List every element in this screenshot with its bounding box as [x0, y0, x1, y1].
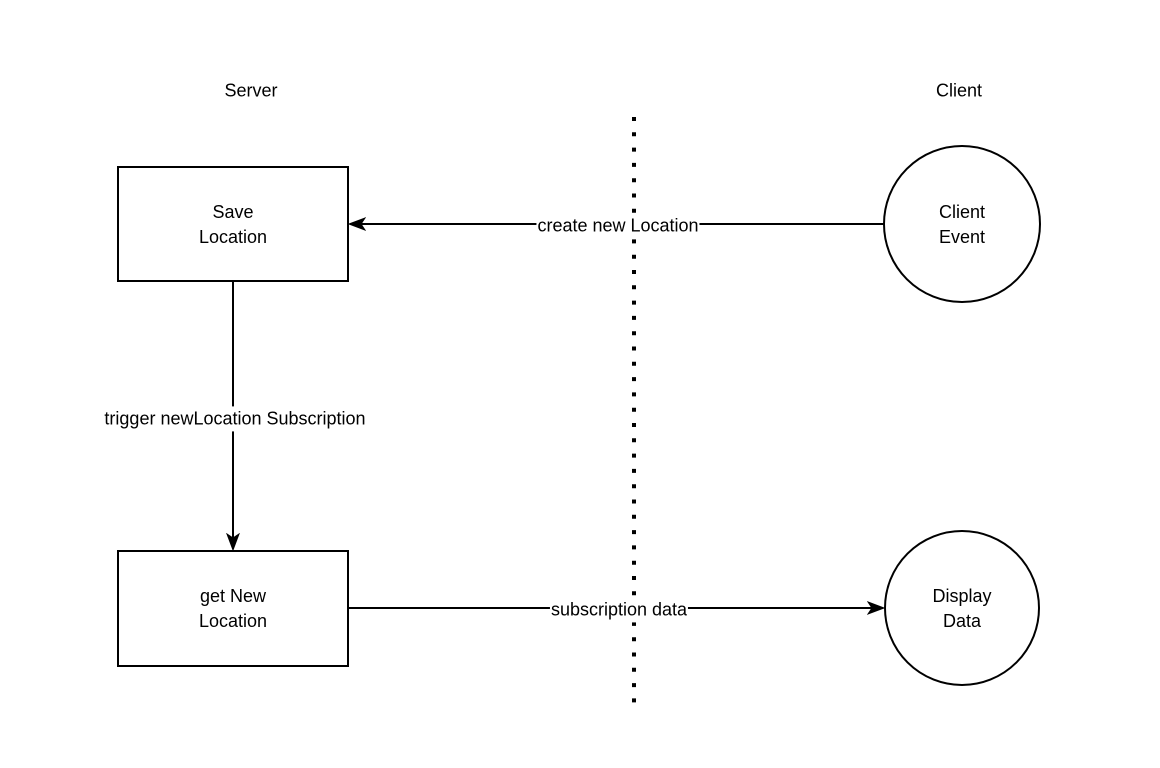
client-lane-label: Client [935, 80, 983, 101]
client-event-circle [883, 145, 1041, 303]
display-data-circle [884, 530, 1040, 686]
save-location-box [117, 166, 349, 282]
trigger-new-location-subscription-edge-label: trigger newLocation Subscription [103, 406, 367, 432]
subscription-data-edge-label: subscription data [549, 597, 689, 623]
create-new-location-edge-label: create new Location [536, 213, 700, 239]
get-new-location-box [117, 550, 349, 667]
get-new-location-label: get New Location [198, 585, 268, 631]
server-lane-label: Server [224, 80, 278, 101]
display-data-label: Display Data [932, 585, 992, 631]
client-event-label: Client Event [938, 201, 986, 247]
save-location-label: Save Location [198, 201, 268, 247]
